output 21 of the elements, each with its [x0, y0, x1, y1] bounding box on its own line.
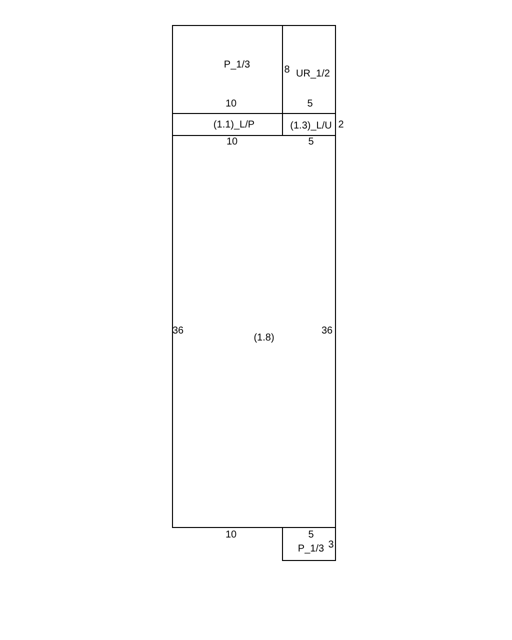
dimension-label: 8: [284, 64, 290, 76]
room-label: (1.3)_L/U: [290, 120, 332, 132]
room-label: (1.1)_L/P: [213, 120, 255, 130]
room-box: [282, 527, 336, 561]
dimension-label: 3: [328, 540, 334, 550]
dimension-label: 5: [308, 530, 314, 540]
room-label: (1.8): [254, 332, 274, 344]
dimension-label: 10: [225, 98, 237, 110]
dimension-label: 5: [307, 98, 313, 110]
room-box: [282, 25, 336, 114]
dimension-label: 10: [225, 530, 237, 540]
dimension-label: 10: [226, 136, 238, 148]
room-box: [172, 25, 283, 114]
dimension-label: 36: [321, 326, 333, 336]
dimension-label: 5: [308, 136, 314, 148]
room-box: [172, 135, 336, 528]
dimension-label: 2: [338, 120, 344, 130]
room-label: P_1/3: [224, 60, 250, 70]
room-label: UR_1/2: [296, 68, 330, 80]
dimension-label: 36: [172, 326, 184, 336]
room-label: P_1/3: [298, 544, 324, 554]
